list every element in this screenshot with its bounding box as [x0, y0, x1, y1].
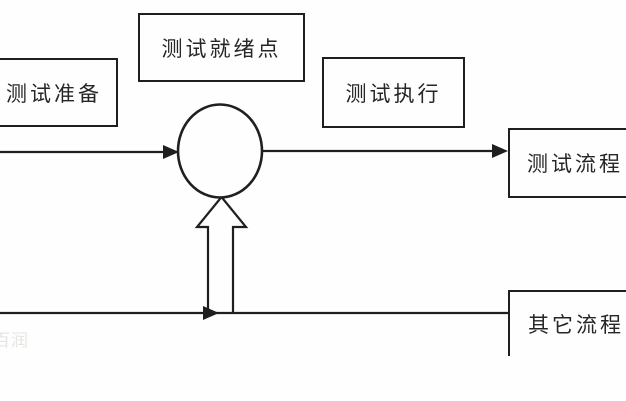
- node-test-flow-label: 测试流程: [527, 152, 623, 176]
- node-test-preparation: 测试准备: [0, 58, 118, 127]
- watermark: 百润: [0, 331, 29, 350]
- junction-circle: [176, 103, 264, 199]
- node-test-execution: 测试执行: [322, 57, 465, 128]
- top-arrowhead-icon: [163, 145, 179, 159]
- node-test-execution-label: 测试执行: [345, 81, 442, 106]
- node-other-flow-label: 其它流程: [528, 313, 624, 337]
- node-other-flow: 其它流程: [508, 290, 626, 356]
- bottom-arrowhead-icon: [203, 306, 219, 320]
- block-up-arrow-icon: [194, 195, 249, 313]
- flow-arrowhead-icon: [492, 144, 508, 158]
- node-test-flow: 测试流程: [508, 128, 626, 198]
- node-test-ready-point-label: 测试就绪点: [161, 36, 282, 61]
- node-test-ready-point: 测试就绪点: [138, 13, 305, 82]
- node-test-preparation-label: 测试准备: [6, 81, 102, 106]
